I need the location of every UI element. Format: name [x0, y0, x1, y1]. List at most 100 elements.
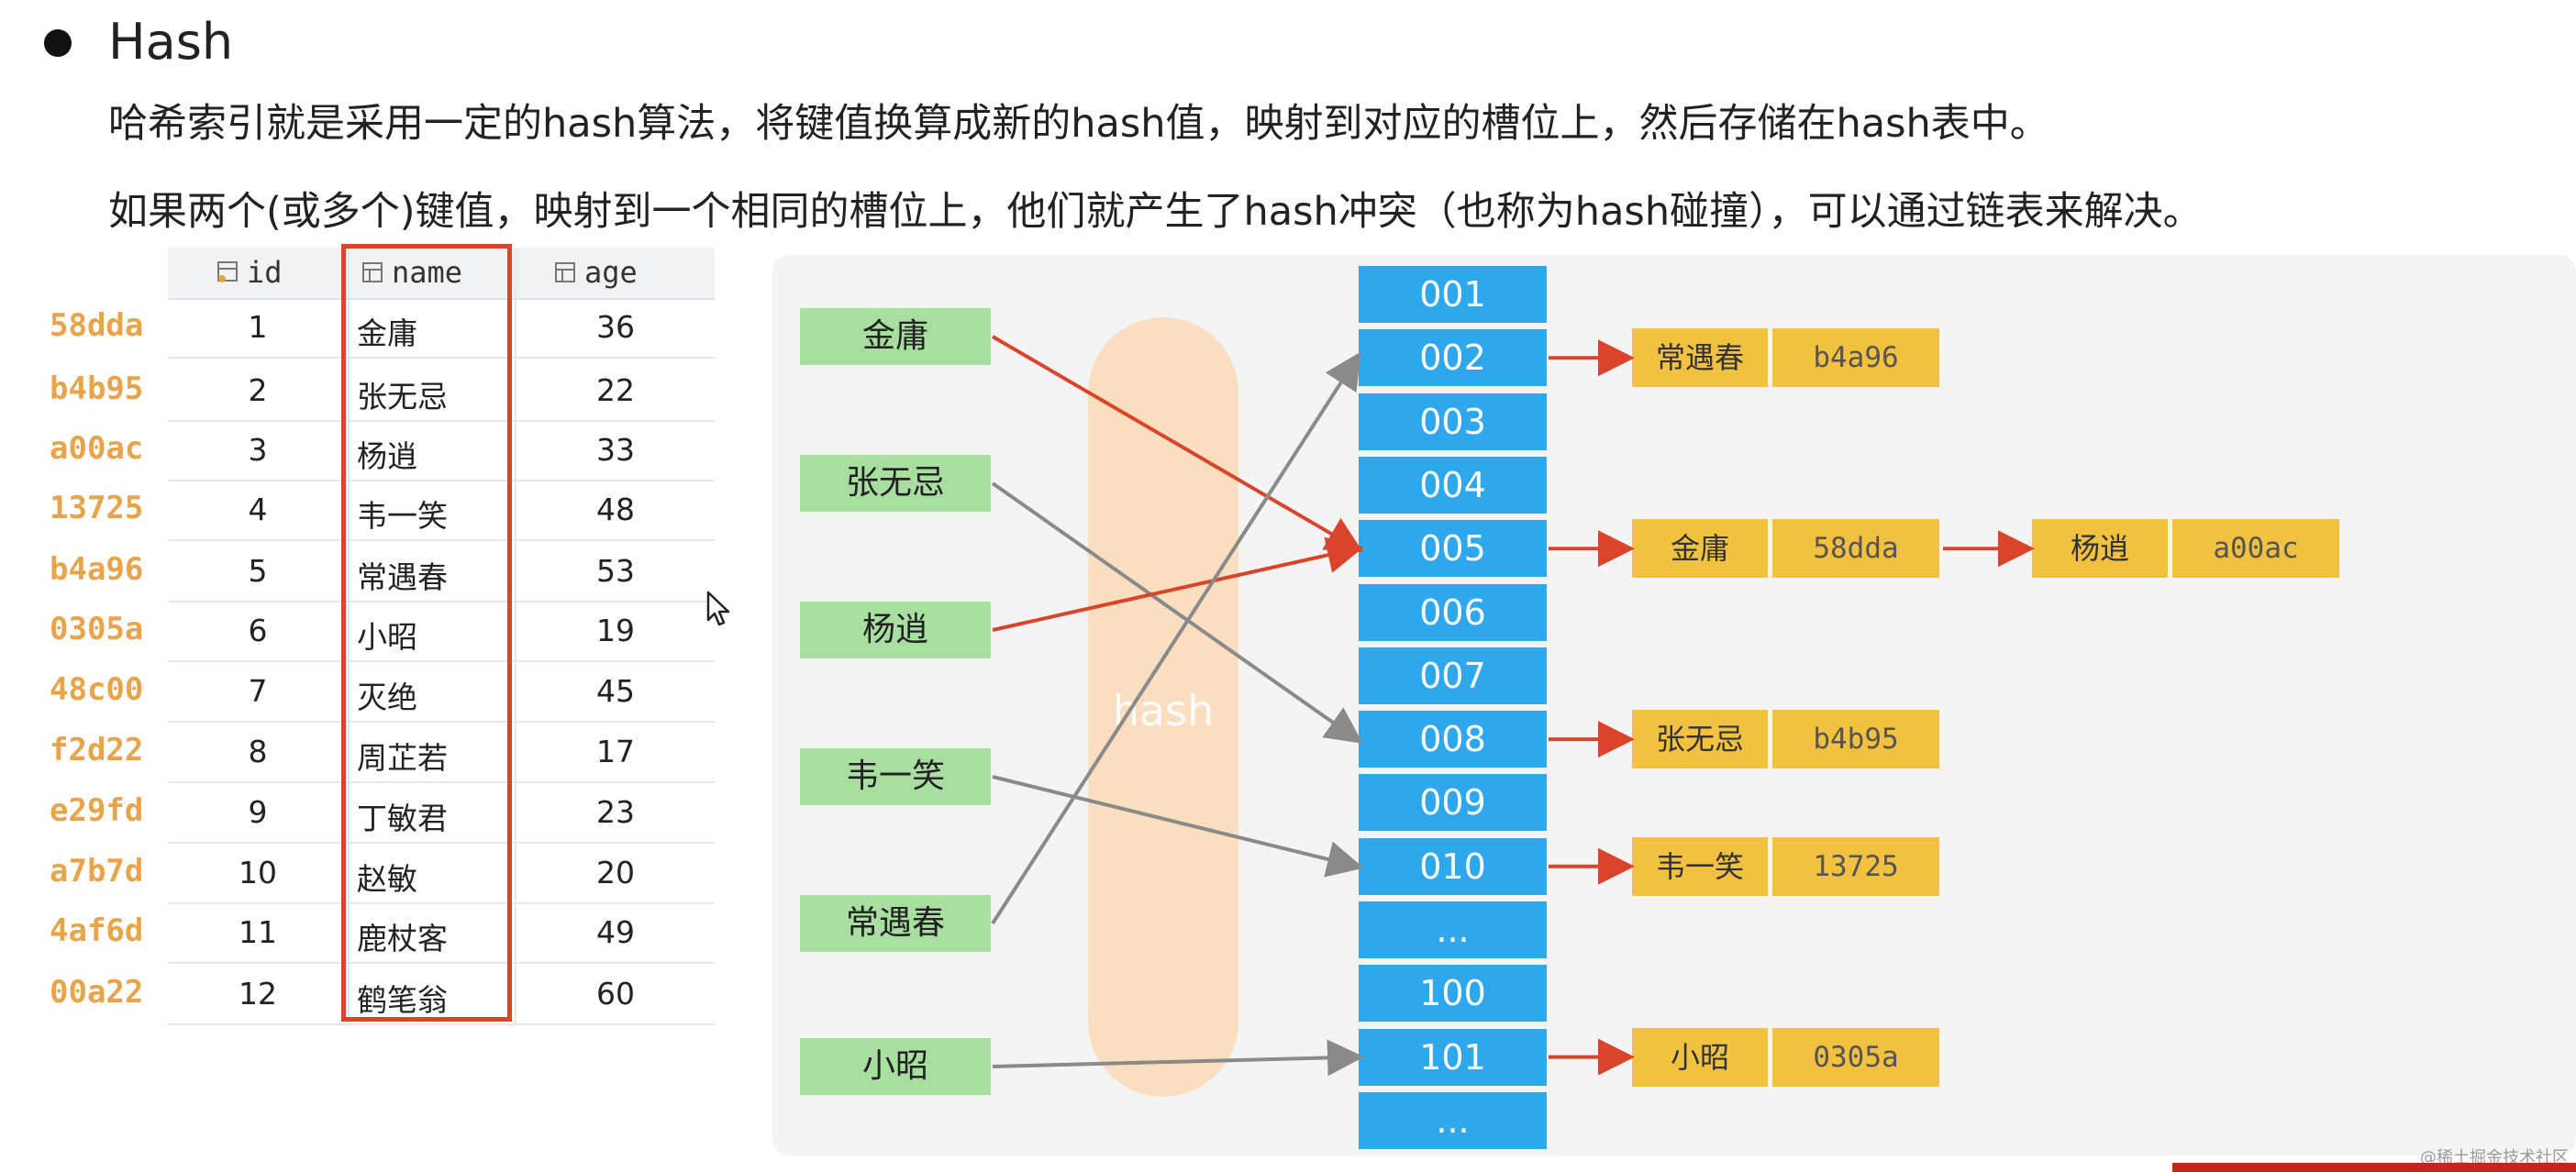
table-row[interactable]: 9 丁敏君 23 [168, 783, 715, 844]
chain-entry-hash: b4b95 [1772, 710, 1939, 768]
cell-age: 60 [596, 976, 635, 1012]
table-row[interactable]: 4 韦一笑 48 [168, 481, 715, 541]
slot-box: 002 [1359, 329, 1547, 386]
table-row[interactable]: 12 鹤笔翁 60 [168, 965, 715, 1025]
key-box: 杨逍 [800, 602, 991, 658]
key-box: 金庸 [800, 308, 991, 365]
name-column-highlight [341, 244, 512, 1022]
header-age[interactable]: age [516, 248, 715, 300]
cell-age: 48 [596, 492, 635, 527]
chain-entry-hash: a00ac [2172, 519, 2339, 578]
bullet-dot [44, 29, 72, 57]
slot-box: 009 [1359, 774, 1547, 831]
key-box: 小昭 [800, 1038, 991, 1095]
hash-value: 13725 [50, 490, 144, 526]
key-box: 韦一笑 [800, 748, 991, 805]
cell-name: 韦一笑 [357, 498, 448, 534]
cell-id: 10 [239, 855, 277, 890]
chain-entry-name: 杨逍 [2032, 519, 2168, 578]
slot-box: 001 [1359, 266, 1547, 323]
chain-entry-name: 常遇春 [1632, 328, 1768, 387]
hash-value: 48c00 [50, 671, 144, 708]
header-id[interactable]: id [168, 248, 348, 300]
primary-key-icon [217, 261, 238, 282]
table-row[interactable]: 11 鹿杖客 49 [168, 903, 715, 964]
hash-value: 4af6d [50, 912, 144, 949]
cell-age: 45 [596, 673, 635, 709]
table-row[interactable]: 2 张无忌 22 [168, 361, 715, 422]
slot-box: 006 [1359, 584, 1547, 641]
hash-diagram-panel [772, 255, 2576, 1155]
header-name-label: name [392, 255, 463, 290]
cell-id: 1 [248, 309, 268, 345]
corner-accent-bar [2172, 1163, 2576, 1172]
hash-value: e29fd [50, 792, 144, 829]
slot-box: 003 [1359, 393, 1547, 450]
description-line-1: 哈希索引就是采用一定的hash算法，将键值换算成新的hash值，映射到对应的槽位… [108, 101, 2049, 147]
slot-box: 007 [1359, 647, 1547, 704]
column-divider [515, 248, 516, 1023]
chain-entry-name: 张无忌 [1632, 710, 1768, 768]
hash-value: 58dda [50, 307, 144, 344]
mouse-cursor-icon [706, 591, 730, 626]
hash-value: a00ac [50, 430, 144, 467]
slot-box: ... [1359, 1092, 1547, 1149]
watermark: @稀土掘金技术社区 [2420, 1148, 2569, 1167]
cell-age: 36 [596, 309, 635, 345]
slot-box: 008 [1359, 711, 1547, 768]
cell-age: 20 [596, 855, 635, 890]
column-icon [555, 262, 575, 282]
key-box: 常遇春 [800, 895, 991, 952]
cell-age: 23 [596, 794, 635, 830]
cell-id: 2 [248, 372, 268, 408]
header-name[interactable]: name [350, 248, 515, 300]
cell-id: 6 [248, 613, 268, 648]
cell-name: 鹿杖客 [357, 921, 448, 956]
header-id-label: id [247, 255, 283, 290]
chain-entry-hash: 13725 [1772, 837, 1939, 896]
slot-box: 004 [1359, 457, 1547, 514]
cell-id: 3 [248, 432, 268, 468]
hash-value: 00a22 [50, 974, 144, 1011]
cell-id: 4 [248, 492, 268, 527]
cell-id: 11 [239, 914, 277, 950]
cell-age: 53 [596, 553, 635, 589]
cell-age: 22 [596, 372, 635, 408]
cell-name: 金庸 [357, 315, 417, 351]
chain-entry-hash: 58dda [1772, 519, 1939, 578]
cell-id: 12 [239, 976, 277, 1012]
cell-name: 张无忌 [357, 379, 448, 415]
chain-entry-name: 金庸 [1632, 519, 1768, 578]
column-icon [362, 262, 383, 282]
cell-age: 49 [596, 914, 635, 950]
cell-name: 鹤笔翁 [357, 982, 448, 1018]
chain-entry-hash: b4a96 [1772, 328, 1939, 387]
description-line-2: 如果两个(或多个)键值，映射到一个相同的槽位上，他们就产生了hash冲突（也称为… [108, 189, 2203, 235]
cell-id: 8 [248, 734, 268, 769]
slot-box: 100 [1359, 965, 1547, 1022]
column-divider [348, 248, 350, 1023]
cell-id: 7 [248, 673, 268, 709]
slot-box: 101 [1359, 1029, 1547, 1086]
page-title: Hash [108, 13, 234, 71]
slot-box: ... [1359, 901, 1547, 958]
slot-box: 005 [1359, 520, 1547, 577]
hash-value: b4a96 [50, 551, 144, 588]
table-row[interactable]: 1 金庸 36 [168, 298, 715, 359]
hash-band-label: hash [1112, 686, 1215, 735]
chain-entry-hash: 0305a [1772, 1028, 1939, 1087]
cell-name: 丁敏君 [357, 801, 448, 836]
cell-age: 19 [596, 613, 635, 648]
key-box: 张无忌 [800, 455, 991, 512]
header-age-label: age [584, 255, 638, 290]
cell-id: 9 [248, 794, 268, 830]
cell-name: 常遇春 [357, 559, 448, 595]
cell-name: 杨逍 [357, 438, 417, 474]
